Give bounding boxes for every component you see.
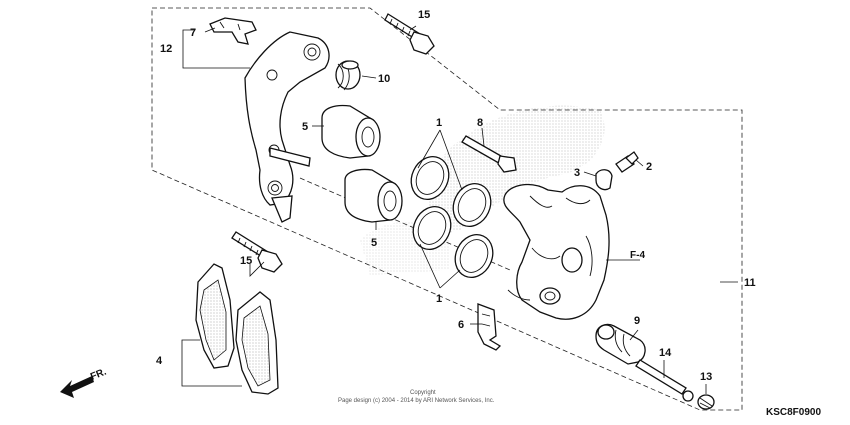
reference-label: F-4 bbox=[630, 250, 645, 261]
piston-seals bbox=[410, 156, 494, 278]
label-11: 11 bbox=[744, 277, 756, 289]
copyright-line-1: Copyright bbox=[410, 390, 436, 396]
front-direction-indicator: FR. bbox=[60, 366, 108, 398]
slide-pin bbox=[461, 135, 517, 173]
bolt-top bbox=[384, 13, 435, 55]
bolt-bottom bbox=[231, 231, 283, 273]
pad-pin-plug bbox=[697, 394, 715, 410]
label-12: 12 bbox=[160, 43, 172, 55]
label-15-top: 15 bbox=[418, 9, 430, 21]
label-6: 6 bbox=[458, 319, 464, 331]
label-4: 4 bbox=[156, 355, 163, 367]
label-8: 8 bbox=[477, 117, 483, 129]
label-13: 13 bbox=[700, 371, 712, 383]
label-5-top: 5 bbox=[302, 121, 308, 133]
label-14: 14 bbox=[659, 347, 672, 359]
label-15-bottom: 15 bbox=[240, 255, 252, 267]
front-label: FR. bbox=[89, 366, 108, 382]
label-10: 10 bbox=[378, 73, 390, 85]
leader-lines bbox=[181, 25, 738, 394]
caliper-bracket bbox=[244, 31, 330, 223]
pad-pin bbox=[635, 359, 694, 402]
label-1-top: 1 bbox=[436, 117, 442, 129]
label-1-bottom: 1 bbox=[436, 293, 442, 305]
label-3: 3 bbox=[574, 167, 580, 179]
copyright-line-2: Page design (c) 2004 - 2014 by ARI Netwo… bbox=[338, 398, 495, 404]
label-7: 7 bbox=[190, 27, 196, 39]
bleeder-cap bbox=[595, 169, 613, 191]
brake-pads bbox=[195, 263, 279, 395]
piston-bottom bbox=[344, 168, 403, 223]
caliper-pin-boot bbox=[595, 323, 646, 365]
label-5-bottom: 5 bbox=[371, 237, 377, 249]
bleeder-screw bbox=[615, 151, 639, 173]
label-2: 2 bbox=[646, 161, 652, 173]
pad-spring-clip bbox=[209, 17, 257, 45]
piston-top bbox=[321, 104, 381, 159]
label-9: 9 bbox=[634, 315, 640, 327]
pin-boot bbox=[335, 60, 361, 91]
front-arrow-icon bbox=[60, 376, 94, 398]
pad-spring bbox=[477, 303, 502, 351]
part-labels: 7 12 15 10 5 5 1 1 8 3 2 F-4 11 9 14 13 … bbox=[156, 9, 756, 383]
caliper-body bbox=[503, 183, 610, 320]
diagram-code: KSC8F0900 bbox=[766, 407, 821, 418]
